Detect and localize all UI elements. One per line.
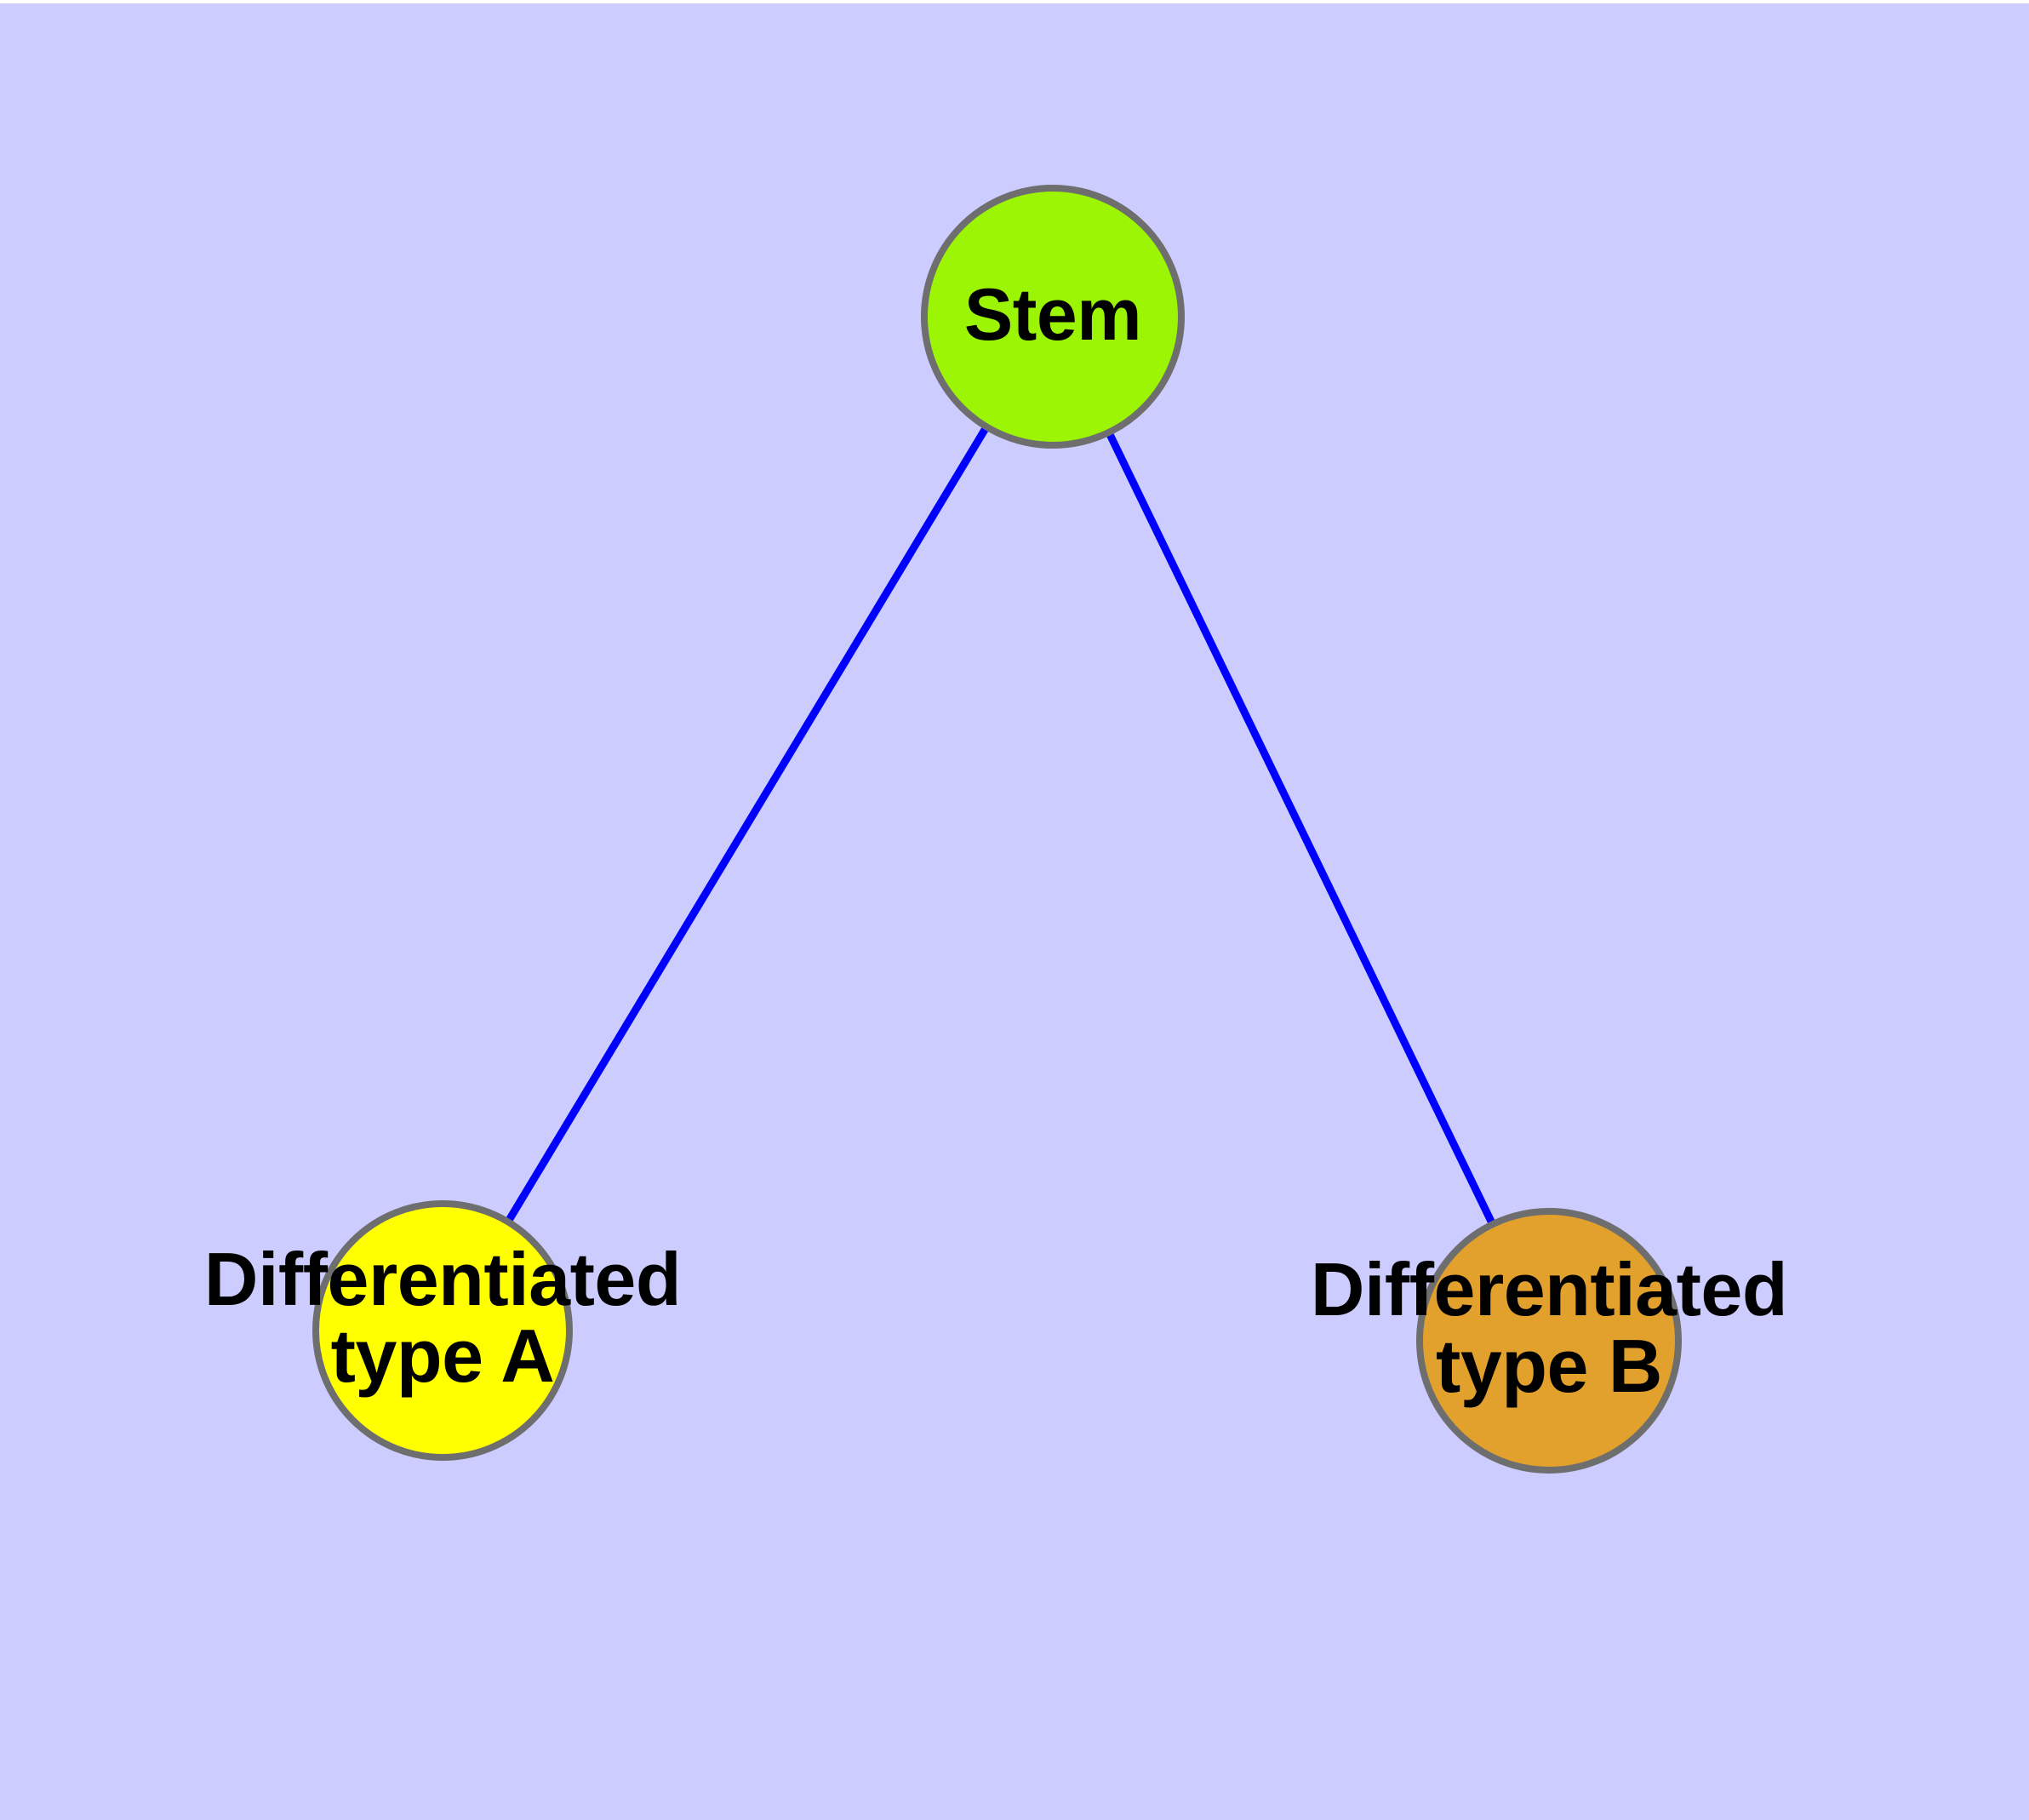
edge-layer: [439, 314, 1553, 1342]
node-circle-stem[interactable]: [921, 185, 1185, 449]
edge-stem-to-type-a: [439, 314, 1056, 1333]
node-circle-type-a[interactable]: [312, 1200, 573, 1461]
node-layer: [312, 185, 1682, 1474]
edge-stem-to-type-b: [1049, 315, 1553, 1342]
node-circle-type-b[interactable]: [1416, 1208, 1682, 1474]
